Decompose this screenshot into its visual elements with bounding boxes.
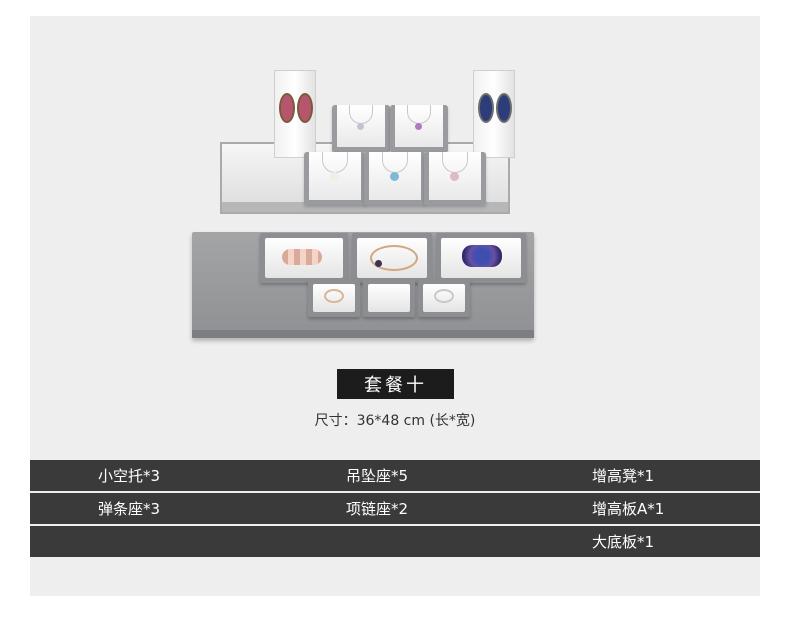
pendant-stand [304, 152, 366, 205]
ring-tray [363, 279, 415, 317]
ring-tray [308, 279, 360, 317]
spec-item: 增高凳*1 [592, 467, 655, 485]
necklace-tray [436, 233, 526, 283]
spec-item [30, 526, 278, 557]
spec-item: 大底板*1 [592, 533, 655, 551]
size-label: 尺寸：36*48 cm (长*宽) [314, 413, 476, 429]
product-photo [190, 50, 540, 340]
spec-row: 弹条座*3 项链座*2 增高板A*1 [30, 493, 760, 524]
spec-item: 吊坠座*5 [346, 467, 409, 485]
spec-table: 小空托*3 吊坠座*5 增高凳*1 弹条座*3 项链座*2 增高板A*1 大底板… [30, 460, 760, 559]
necklace-tray [260, 233, 348, 283]
package-title: 套餐十 [337, 369, 454, 399]
spec-row: 大底板*1 [30, 526, 760, 557]
earring-stand-right [473, 70, 515, 158]
spec-item: 项链座*2 [346, 500, 409, 518]
ring-tray [418, 279, 470, 317]
spec-item: 小空托*3 [98, 467, 161, 485]
spec-row: 小空托*3 吊坠座*5 增高凳*1 [30, 460, 760, 491]
pendant-stand [332, 105, 390, 152]
spec-item [278, 526, 526, 557]
necklace-tray [352, 233, 432, 283]
pendant-stand [424, 152, 486, 205]
pendant-stand [390, 105, 448, 152]
spec-item: 增高板A*1 [592, 500, 665, 518]
pendant-stand [364, 152, 426, 205]
spec-item: 弹条座*3 [98, 500, 161, 518]
earring-stand-left [274, 70, 316, 158]
